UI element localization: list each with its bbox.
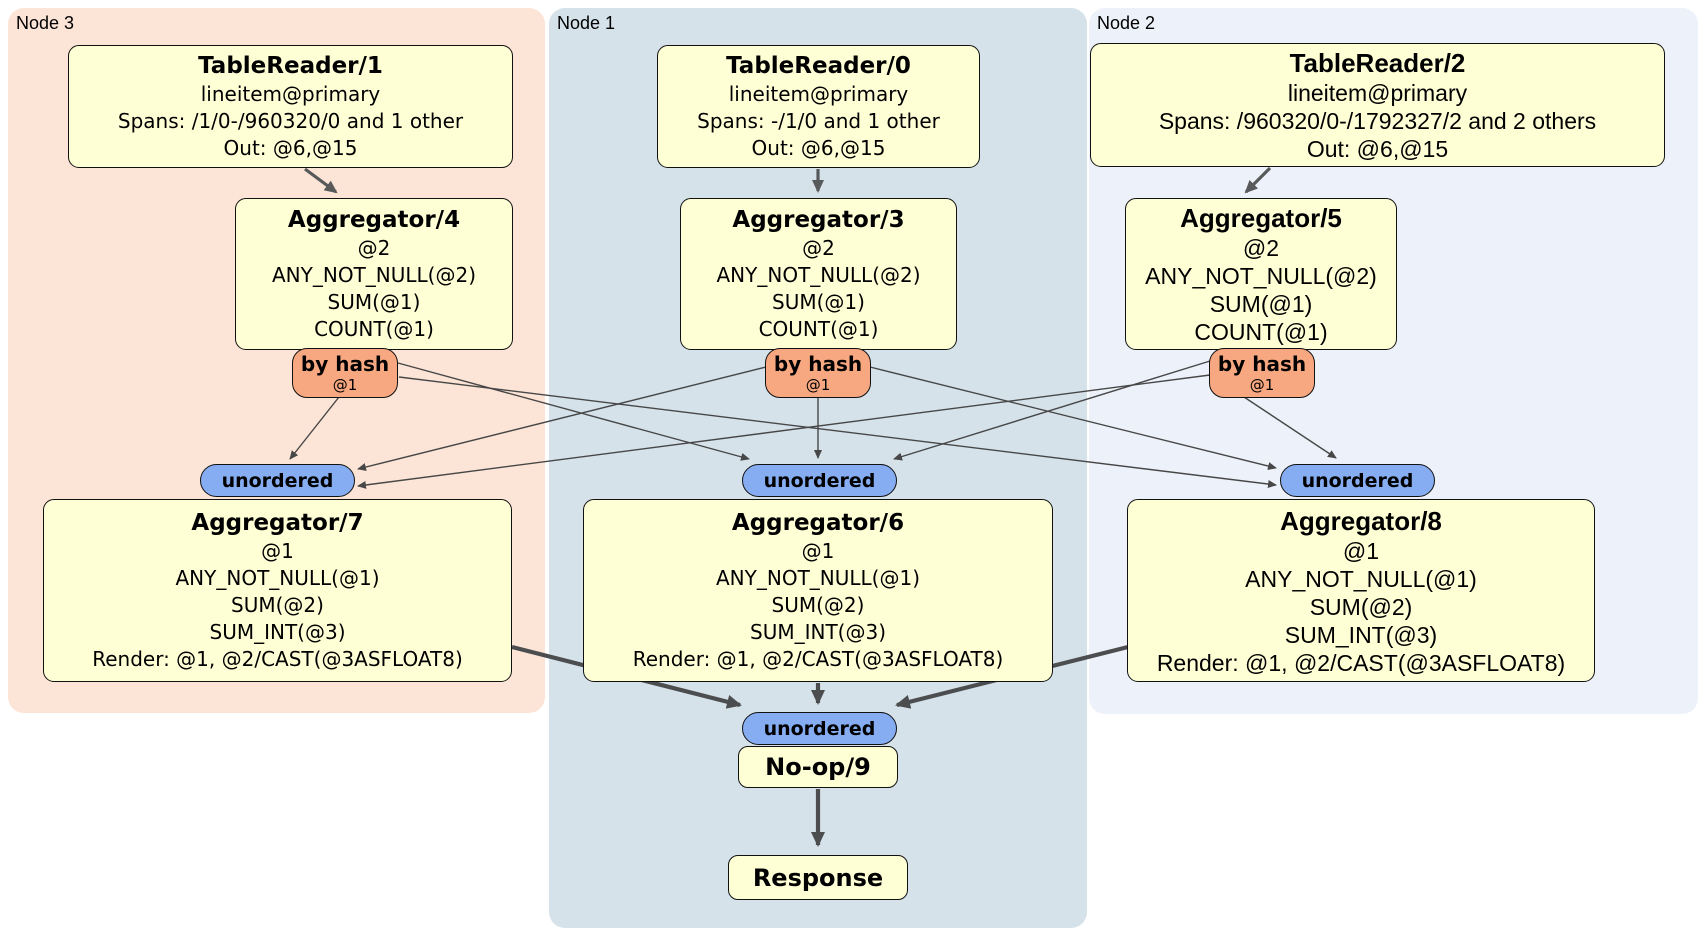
edge-bh2-u2 bbox=[1243, 396, 1337, 459]
edge-bh1-u3 bbox=[357, 366, 767, 471]
processor-line: SUM_INT(@3) bbox=[209, 620, 346, 644]
processor-line: Out: @6,@15 bbox=[223, 136, 358, 160]
processor-line: COUNT(@1) bbox=[1194, 319, 1328, 345]
node3-label: Node 3 bbox=[16, 13, 75, 33]
node1-label: Node 1 bbox=[557, 13, 616, 33]
node2-label: Node 2 bbox=[1097, 13, 1156, 33]
processor-line: COUNT(@1) bbox=[758, 317, 879, 341]
processor-line: ANY_NOT_NULL(@2) bbox=[272, 263, 476, 287]
processor-line: lineitem@primary bbox=[1287, 80, 1468, 106]
processor-line: @1 bbox=[261, 539, 294, 563]
processor-line: ANY_NOT_NULL(@1) bbox=[716, 566, 920, 590]
processor-title: Aggregator/4 bbox=[287, 207, 461, 233]
sync-unordered-node1: unordered bbox=[742, 464, 897, 497]
edge-bh1-u2 bbox=[869, 366, 1277, 470]
router-label: by hash bbox=[773, 352, 863, 376]
edge-bh3-u2 bbox=[398, 376, 1277, 488]
router-by-hash-node2: by hash @1 bbox=[1209, 348, 1315, 398]
edge-tr1-agg4 bbox=[304, 167, 338, 194]
processor-title: Aggregator/6 bbox=[731, 510, 905, 536]
sync-unordered-final: unordered bbox=[742, 712, 897, 745]
processor-line: Out: @6,@15 bbox=[751, 136, 886, 160]
processor-line: COUNT(@1) bbox=[314, 317, 434, 341]
processor-line: Render: @1, @2/CAST(@3ASFLOAT8) bbox=[632, 647, 1004, 671]
processor-line: Render: @1, @2/CAST(@3ASFLOAT8) bbox=[92, 647, 463, 671]
router-label: by hash bbox=[1217, 352, 1307, 376]
processor-title: TableReader/2 bbox=[1289, 48, 1466, 78]
processor-line: SUM(@2) bbox=[231, 593, 324, 617]
processor-title: Aggregator/7 bbox=[191, 510, 364, 536]
processor-title: Aggregator/3 bbox=[732, 207, 905, 233]
processor-line: Render: @1, @2/CAST(@3ASFLOAT8) bbox=[1156, 649, 1566, 676]
processor-noop-9: No-op/9 bbox=[738, 746, 898, 788]
processor-line: Out: @6,@15 bbox=[1306, 136, 1449, 162]
processor-line: SUM(@1) bbox=[772, 290, 865, 314]
processor-tablereader-1: TableReader/1 lineitem@primary Spans: /1… bbox=[68, 45, 513, 168]
edge-bh3-u3 bbox=[289, 396, 340, 460]
processor-line: Spans: /1/0-/960320/0 and 1 other bbox=[117, 109, 464, 133]
processor-line: SUM(@1) bbox=[1209, 291, 1313, 317]
processor-line: Spans: -/1/0 and 1 other bbox=[697, 109, 940, 133]
processor-line: SUM(@2) bbox=[771, 593, 865, 617]
processor-line: SUM(@2) bbox=[1309, 593, 1413, 620]
processor-aggregator-4: Aggregator/4 @2 ANY_NOT_NULL(@2) SUM(@1)… bbox=[235, 198, 513, 350]
router-by-hash-node3: by hash @1 bbox=[292, 348, 398, 398]
processor-tablereader-2: TableReader/2 lineitem@primary Spans: /9… bbox=[1090, 43, 1665, 167]
edge-bh2-u3 bbox=[357, 374, 1211, 489]
processor-line: @2 bbox=[357, 236, 391, 260]
processor-line: SUM_INT(@3) bbox=[750, 620, 886, 644]
router-detail: @1 bbox=[805, 376, 831, 394]
processor-title: Aggregator/5 bbox=[1180, 203, 1342, 233]
processor-aggregator-7: Aggregator/7 @1 ANY_NOT_NULL(@1) SUM(@2)… bbox=[43, 499, 512, 682]
processor-aggregator-5: Aggregator/5 @2 ANY_NOT_NULL(@2) SUM(@1)… bbox=[1125, 198, 1397, 350]
router-detail: @1 bbox=[332, 376, 358, 394]
processor-title: TableReader/0 bbox=[726, 53, 911, 79]
edge-bh2-u1 bbox=[893, 360, 1211, 461]
processor-line: lineitem@primary bbox=[200, 82, 381, 106]
processor-line: ANY_NOT_NULL(@1) bbox=[1245, 565, 1477, 592]
processor-line: ANY_NOT_NULL(@1) bbox=[175, 566, 380, 590]
processor-line: ANY_NOT_NULL(@2) bbox=[716, 263, 921, 287]
processor-tablereader-0: TableReader/0 lineitem@primary Spans: -/… bbox=[657, 45, 980, 168]
edge-bh3-u1 bbox=[397, 362, 750, 461]
processor-line: Spans: /960320/0-/1792327/2 and 2 others bbox=[1158, 108, 1597, 134]
response-node: Response bbox=[728, 855, 908, 900]
sync-unordered-node3: unordered bbox=[200, 464, 355, 497]
processor-line: @1 bbox=[801, 539, 835, 563]
router-label: by hash bbox=[300, 352, 390, 376]
processor-title: Aggregator/8 bbox=[1280, 505, 1442, 536]
processor-line: ANY_NOT_NULL(@2) bbox=[1145, 263, 1377, 289]
processor-line: @2 bbox=[1242, 235, 1280, 261]
processor-line: @2 bbox=[802, 236, 835, 260]
processor-aggregator-3: Aggregator/3 @2 ANY_NOT_NULL(@2) SUM(@1)… bbox=[680, 198, 957, 350]
processor-line: SUM_INT(@3) bbox=[1284, 621, 1438, 648]
processor-line: @1 bbox=[1342, 537, 1380, 564]
router-detail: @1 bbox=[1249, 376, 1275, 394]
edge-tr2-agg5 bbox=[1244, 166, 1272, 194]
processor-line: SUM(@1) bbox=[327, 290, 421, 314]
sync-unordered-node2: unordered bbox=[1280, 464, 1435, 497]
router-by-hash-node1: by hash @1 bbox=[765, 348, 871, 398]
processor-aggregator-8: Aggregator/8 @1 ANY_NOT_NULL(@1) SUM(@2)… bbox=[1127, 499, 1595, 682]
processor-line: lineitem@primary bbox=[728, 82, 909, 106]
processor-aggregator-6: Aggregator/6 @1 ANY_NOT_NULL(@1) SUM(@2)… bbox=[583, 499, 1053, 682]
processor-title: TableReader/1 bbox=[198, 53, 383, 79]
